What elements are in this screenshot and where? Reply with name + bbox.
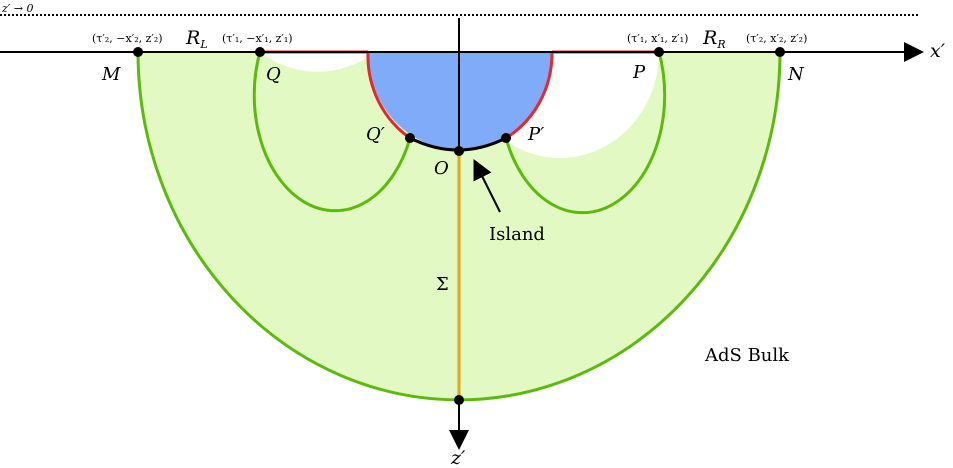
label-P-prime: P′ — [527, 124, 544, 145]
x-axis-label: x′ — [930, 40, 946, 62]
point-M — [133, 47, 143, 57]
point-P-prime — [501, 133, 511, 143]
coord-Q: (τ′₁, −x′₁, z′₁) — [222, 32, 293, 45]
z-axis-label: z′ — [450, 447, 466, 468]
bulk-label: AdS Bulk — [704, 345, 790, 366]
label-Q: Q — [266, 64, 281, 85]
coord-N: (τ′₂, x′₂, z′₂) — [746, 32, 807, 45]
label-Q-prime: Q′ — [366, 124, 385, 145]
island-red-left-arc — [366, 51, 411, 140]
region-right-label: RR — [702, 27, 726, 51]
point-N — [775, 47, 785, 57]
island-label: Island — [489, 224, 545, 245]
label-M: M — [101, 64, 121, 85]
sigma-label: Σ — [436, 274, 449, 295]
right-geodesic — [504, 51, 667, 215]
left-geodesic — [252, 51, 412, 213]
label-N: N — [787, 64, 805, 85]
region-left-label: RL — [185, 27, 208, 51]
point-bottom — [454, 395, 464, 405]
point-O — [454, 146, 464, 156]
coord-M: (τ′₂, −x′₂, z′₂) — [92, 32, 163, 45]
label-O: O — [434, 158, 449, 179]
label-P: P — [632, 62, 646, 83]
island-red-right-arc — [505, 51, 554, 140]
coord-P: (τ′₁, x′₁, z′₁) — [627, 32, 688, 45]
point-P — [654, 47, 664, 57]
top-limit-label: z′ → 0 — [1, 2, 34, 15]
island-arrow — [473, 159, 501, 213]
point-Q-prime — [405, 133, 415, 143]
point-Q — [255, 47, 265, 57]
